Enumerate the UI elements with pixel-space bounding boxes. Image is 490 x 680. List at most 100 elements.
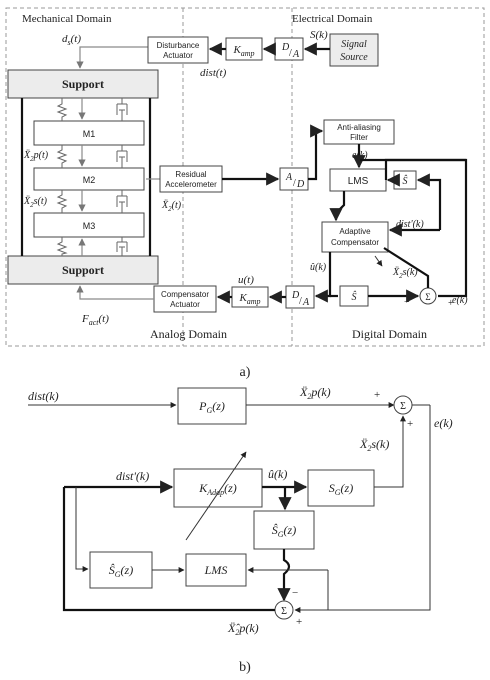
da-bottom-a: A <box>302 297 310 308</box>
springs-dampers <box>56 98 128 256</box>
caption-b: b) <box>239 660 251 675</box>
sum-plus-a: + <box>448 298 454 309</box>
caption-a: a) <box>240 365 251 380</box>
digital-domain-label: Digital Domain <box>352 327 427 341</box>
sg-hat-left-block <box>89 551 153 589</box>
sum-to-adaptive <box>383 247 430 288</box>
fact-arrow <box>76 285 154 300</box>
s-k-label: S(k) <box>310 29 328 41</box>
residual-acc-label-1: Residual <box>175 170 206 179</box>
mass-m1 <box>33 120 145 146</box>
distp-to-shat <box>416 173 442 230</box>
ek-feedback-b <box>316 405 431 611</box>
dist-t-label: dist(t) <box>200 67 227 79</box>
adapt-arrow <box>374 255 383 267</box>
da-top-slash: / <box>289 48 292 59</box>
ad-d: D <box>296 179 305 190</box>
analog-domain-label: Analog Domain <box>150 327 227 341</box>
disturbance-actuator-label-2: Actuator <box>163 51 193 60</box>
ds-arrow <box>76 46 148 69</box>
residual-accelerometer-block <box>159 165 223 193</box>
diagram-b: dist(k) PG(z) Ẍ2p(k) + Σ e(k) + Ẍ2s(k) d… <box>28 385 453 675</box>
ad-slash: / <box>293 178 296 189</box>
support-top-label: Support <box>62 77 104 91</box>
uhat-to-da <box>314 252 332 303</box>
diagram-a: Mechanical Domain Electrical Domain Anal… <box>5 7 485 380</box>
comp-act-label-1: Compensator <box>161 290 209 299</box>
x2sk-label-b: Ẍ2s(k) <box>359 437 389 453</box>
sum-a-label: Σ <box>425 292 430 302</box>
sg-block <box>307 469 375 507</box>
distp-label-b: dist'(k) <box>116 469 149 483</box>
sum-b-plus-bottom: + <box>407 418 413 430</box>
e-k-label-2: e(k) <box>452 295 468 306</box>
adaptive-compensator-block <box>321 221 389 253</box>
distp-label-a: dist'(k) <box>396 219 424 230</box>
pg-block <box>177 387 247 425</box>
sum-b-top-label: Σ <box>400 401 406 412</box>
sum-b-minus: − <box>292 587 298 599</box>
x2s-t-label: Ẍ2s(t) <box>23 195 48 209</box>
mass-m3-label: M3 <box>83 221 96 231</box>
lms-block-b <box>185 553 247 587</box>
lms-b-label: LMS <box>204 563 228 577</box>
lms-a-label: LMS <box>348 176 369 187</box>
sum-b-bottom-label: Σ <box>281 606 287 617</box>
da-bottom-d: D <box>291 290 300 301</box>
mass-m2-label: M2 <box>83 175 96 185</box>
sg-to-sum <box>374 415 406 488</box>
sg-label: SG(z) <box>329 481 353 497</box>
residual-acc-label-2: Accelerometer <box>165 180 217 189</box>
sg-hat-middle-label: ŜG(z) <box>272 523 296 539</box>
support-top <box>7 69 159 99</box>
ad-to-filter <box>308 124 324 181</box>
kadap-label: KAdap(z) <box>198 481 237 497</box>
mechanical-domain-label: Mechanical Domain <box>22 13 112 25</box>
x2sk-label-a: Ẍ2s(k) <box>392 266 418 280</box>
adaptive-comp-label-1: Adaptive <box>339 227 371 236</box>
support-bottom <box>7 255 159 285</box>
adaptive-comp-label-2: Compensator <box>331 238 379 247</box>
s-hat-top-label: Ŝ <box>403 175 408 187</box>
uhat-label-b: û(k) <box>268 467 287 481</box>
anti-alias-label-2: Filter <box>350 133 368 142</box>
kamp-bottom-label: Kamp <box>238 292 260 306</box>
s-hat-bottom-label: Ŝ <box>352 291 357 303</box>
x2pk-label: Ẍ2p(k) <box>299 385 331 401</box>
lms-to-adaptive <box>329 191 346 222</box>
mass-m3 <box>33 212 145 238</box>
signal-source-label-2: Source <box>340 52 368 63</box>
sum-b-plus-left: + <box>374 389 380 401</box>
x2p-t-label: Ẍ2p(t) <box>23 149 49 163</box>
fact-label: Fact(t) <box>81 313 109 327</box>
mass-m1-label: M1 <box>83 129 96 139</box>
anti-alias-label-1: Anti-aliasing <box>337 123 381 132</box>
u-t-label: u(t) <box>238 274 254 286</box>
kadap-block <box>173 468 263 508</box>
sghat-to-sum-bottom <box>277 549 291 602</box>
disturbance-actuator-block <box>147 36 209 64</box>
mass-m2 <box>33 167 145 191</box>
x2-t-label: Ẍ2(t) <box>161 199 182 213</box>
pg-label: PG(z) <box>198 399 225 415</box>
domain-frame <box>5 7 485 347</box>
xphat-to-distp <box>62 487 275 612</box>
e-k-label-b: e(k) <box>434 416 453 430</box>
disturbance-actuator-label-1: Disturbance <box>157 41 200 50</box>
ds-label: ds(t) <box>62 33 81 47</box>
distp-to-sghat-left <box>75 487 89 572</box>
kamp-top-label: Kamp <box>232 44 254 58</box>
sum-b-plus-right: + <box>296 616 302 628</box>
da-top-a: A <box>292 49 300 60</box>
sg-hat-left-label: ŜG(z) <box>109 563 133 579</box>
compensator-actuator-block <box>153 285 217 313</box>
signal-source-label-1: Signal <box>341 39 367 50</box>
adaptive-arrow-b <box>185 451 247 541</box>
ad-a: A <box>285 172 293 183</box>
anti-aliasing-filter-block <box>323 119 395 145</box>
electrical-domain-label: Electrical Domain <box>292 13 373 25</box>
dist-k-label: dist(k) <box>28 389 59 403</box>
sum-minus-a: − <box>404 297 410 308</box>
support-bottom-label: Support <box>62 263 104 277</box>
